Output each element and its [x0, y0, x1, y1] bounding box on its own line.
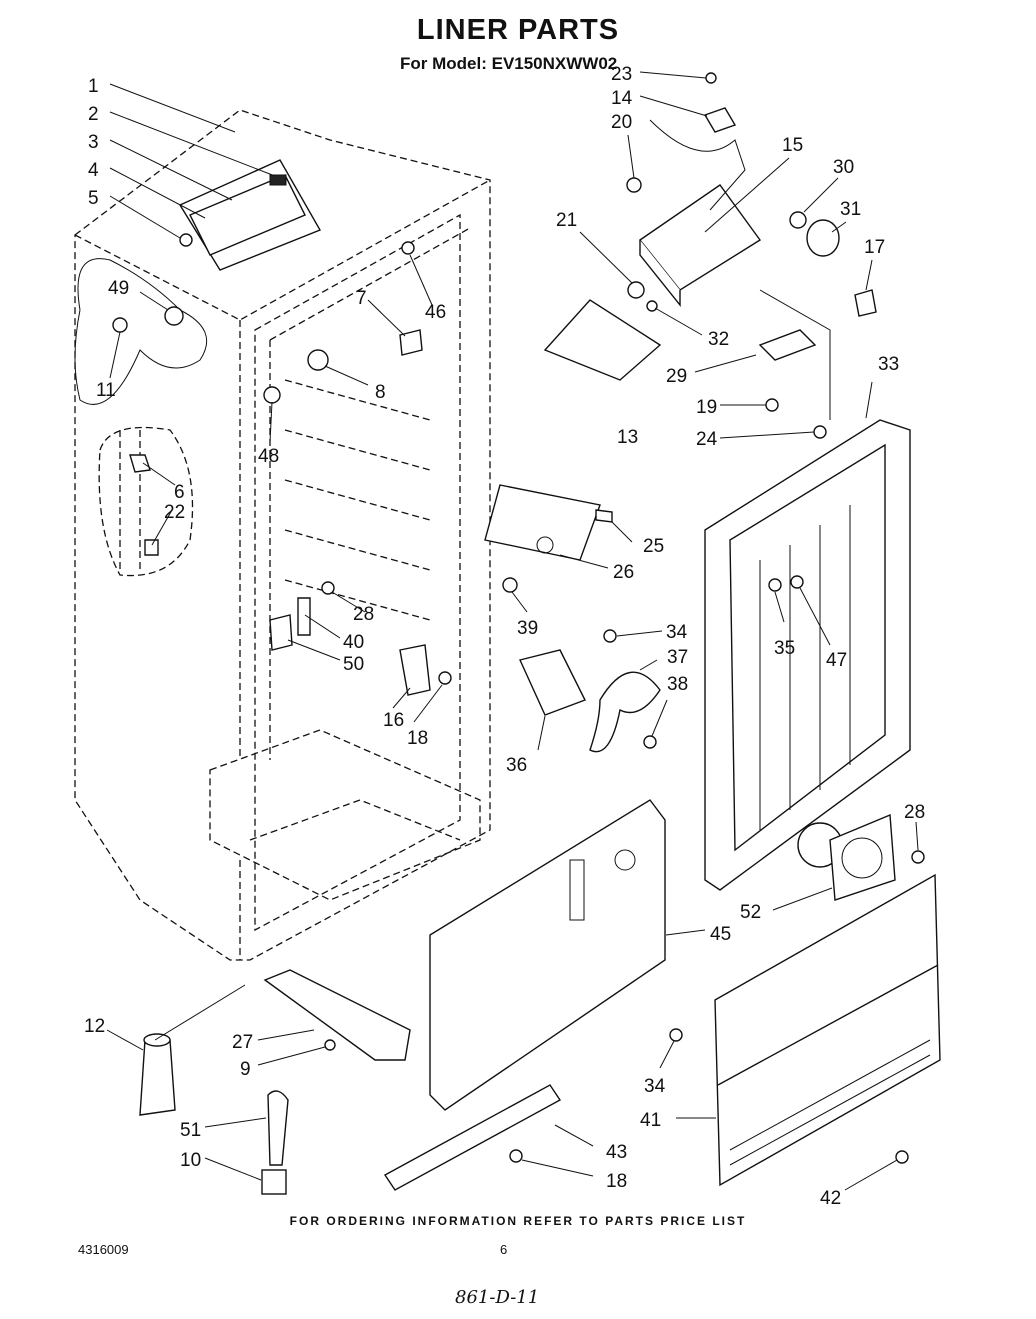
callout-34a: 34 [666, 622, 688, 643]
callout-14: 14 [611, 88, 633, 109]
leader-lines [106, 71, 919, 1191]
control-assembly-drawing [543, 72, 877, 439]
callout-45: 45 [710, 924, 731, 945]
callout-18a: 18 [407, 728, 428, 749]
callout-23: 23 [611, 64, 632, 85]
callout-labels: 1 2 3 4 5 49 11 6 22 7 8 46 48 28 40 50 … [84, 64, 925, 1209]
callout-15: 15 [782, 135, 803, 156]
callout-34b: 34 [644, 1076, 666, 1097]
duct-panel-drawing [429, 799, 666, 1111]
drain-trough-drawing [383, 1084, 562, 1191]
callout-25: 25 [643, 536, 664, 557]
callout-24: 24 [696, 429, 718, 450]
callout-16: 16 [383, 710, 404, 731]
callout-21: 21 [556, 210, 577, 231]
callout-33: 33 [878, 354, 899, 375]
page-title: LINER PARTS [416, 14, 620, 46]
callout-12: 12 [84, 1016, 105, 1037]
top-light-housing [178, 159, 322, 271]
callout-32: 32 [708, 329, 729, 350]
callout-41: 41 [640, 1110, 661, 1131]
callout-50: 50 [343, 654, 364, 675]
callout-36: 36 [506, 755, 527, 776]
callout-47: 47 [826, 650, 847, 671]
callout-13: 13 [617, 427, 638, 448]
callout-29: 29 [666, 366, 687, 387]
callout-39: 39 [517, 618, 538, 639]
callout-11: 11 [96, 380, 116, 401]
callout-8: 8 [375, 382, 386, 403]
callout-7: 7 [356, 288, 367, 309]
callout-28a: 28 [353, 604, 374, 625]
callout-48: 48 [258, 446, 279, 467]
handwritten-code: 861-D-11 [455, 1287, 540, 1308]
callout-52: 52 [740, 902, 761, 923]
callout-38: 38 [667, 674, 688, 695]
callout-20: 20 [611, 112, 632, 133]
callout-4: 4 [88, 160, 99, 181]
callout-17: 17 [864, 237, 885, 258]
drain-fittings-drawing [139, 984, 289, 1195]
callout-9: 9 [240, 1059, 251, 1080]
callout-3: 3 [88, 132, 99, 153]
callout-35: 35 [774, 638, 795, 659]
rear-panel-drawing [704, 419, 911, 891]
callout-42: 42 [820, 1188, 841, 1209]
ordering-note: FOR ORDERING INFORMATION REFER TO PARTS … [289, 1214, 747, 1228]
callout-37: 37 [667, 647, 688, 668]
document-number: 4316009 [78, 1242, 129, 1257]
callout-1: 1 [88, 76, 99, 97]
callout-30: 30 [833, 157, 854, 178]
page-number: 6 [500, 1242, 508, 1257]
evaporator-cover-plate [484, 484, 613, 561]
callout-5: 5 [88, 188, 99, 209]
callout-27: 27 [232, 1032, 253, 1053]
callout-49: 49 [108, 278, 129, 299]
cabinet-small-parts [112, 233, 452, 696]
callout-40: 40 [343, 632, 364, 653]
callout-22: 22 [164, 502, 185, 523]
grille-panel-drawing [669, 873, 941, 1187]
model-subtitle: For Model: EV150NXWW02 [400, 54, 618, 73]
callout-51: 51 [180, 1120, 201, 1141]
callout-2: 2 [88, 104, 99, 125]
callout-26: 26 [613, 562, 634, 583]
cabinet-liner-drawing [74, 109, 491, 961]
callout-6: 6 [174, 482, 185, 503]
fan-shroud-plate [829, 813, 925, 901]
defrost-trough-drawing [263, 969, 411, 1061]
callout-10: 10 [180, 1150, 201, 1171]
fan-motor-assembly [502, 577, 661, 753]
callout-46: 46 [425, 302, 446, 323]
callout-18b: 18 [606, 1171, 627, 1192]
callout-43: 43 [606, 1142, 627, 1163]
callout-28b: 28 [904, 802, 925, 823]
callout-31: 31 [840, 199, 861, 220]
callout-19: 19 [696, 397, 717, 418]
